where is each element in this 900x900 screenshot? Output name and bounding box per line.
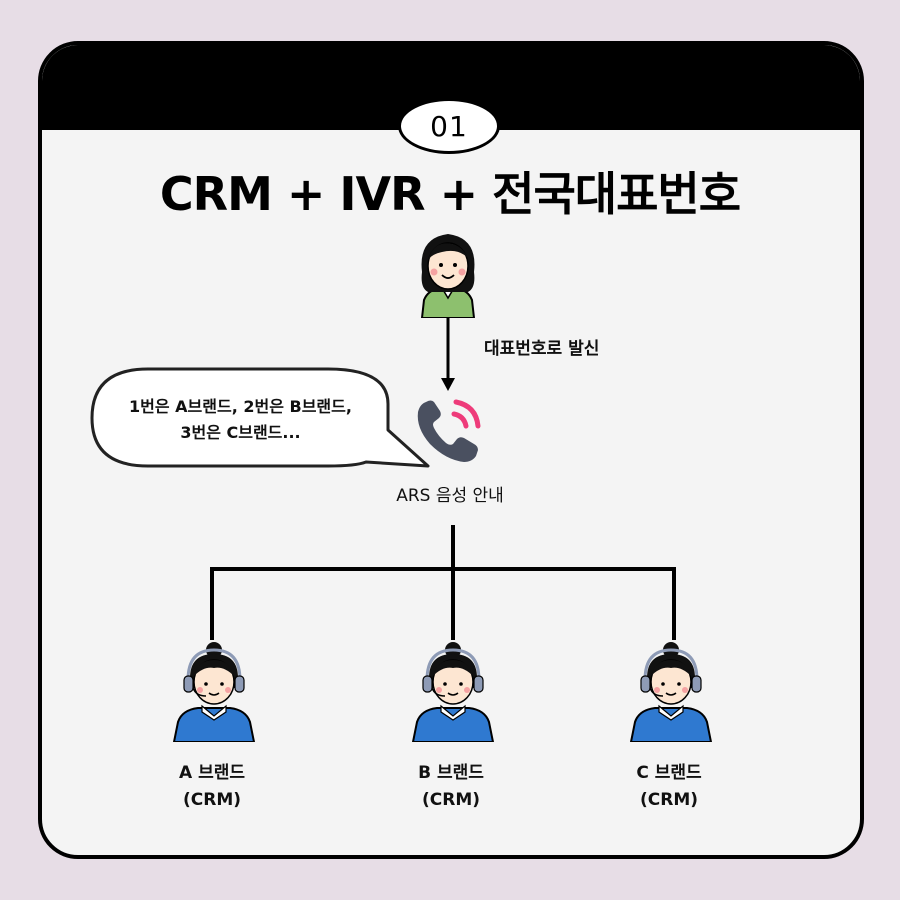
agent-label-c: C 브랜드 (CRM) xyxy=(589,760,749,814)
caller-to-ars-arrowhead xyxy=(441,378,455,391)
agent-name: A 브랜드 xyxy=(179,763,245,783)
speech-bubble-text: 1번은 A브랜드, 2번은 B브랜드, 3번은 C브랜드... xyxy=(129,397,352,442)
agent-system: (CRM) xyxy=(421,790,481,810)
agent-system: (CRM) xyxy=(182,790,242,810)
woman-caller-icon xyxy=(420,234,476,318)
headset-agent-icon xyxy=(411,642,495,742)
agent-name: C 브랜드 xyxy=(636,763,702,783)
agent-label-b: B 브랜드 (CRM) xyxy=(371,760,531,814)
dial-label: 대표번호로 발신 xyxy=(484,339,600,359)
headset-agent-icon xyxy=(172,642,256,742)
agent-system: (CRM) xyxy=(639,790,699,810)
page-title: CRM + IVR + 전국대표번호 xyxy=(159,167,741,221)
phone-ringing-icon xyxy=(417,399,481,462)
step-number-badge: 01 xyxy=(398,98,500,154)
agent-label-a: A 브랜드 (CRM) xyxy=(132,760,292,814)
headset-agent-icon xyxy=(629,642,713,742)
ars-label: ARS 음성 안내 xyxy=(396,486,504,506)
agent-name: B 브랜드 xyxy=(418,763,484,783)
speech-bubble xyxy=(90,367,430,468)
